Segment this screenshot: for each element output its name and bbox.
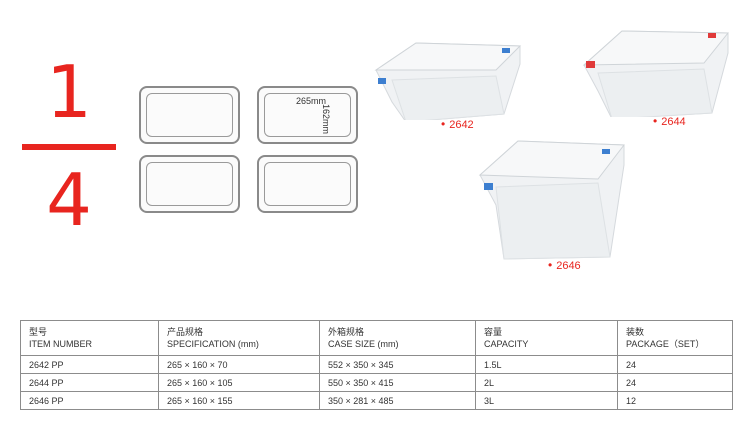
product-image-2642	[374, 42, 522, 120]
product-code-2646: •2646	[548, 258, 581, 272]
pan-outline-top-right	[257, 86, 358, 144]
cell-item-number: 2646 PP	[20, 391, 159, 410]
width-dimension-label: 265mm	[296, 96, 327, 106]
table-row: 2646 PP 265 × 160 × 155 350 × 281 × 485 …	[20, 391, 733, 410]
product-code-2644: •2644	[653, 114, 686, 128]
fraction-denominator: 4	[46, 158, 92, 242]
cell-case-size: 350 × 281 × 485	[319, 391, 476, 410]
pan-outline-bottom-right	[257, 155, 358, 213]
product-code-text: 2644	[661, 116, 686, 128]
cell-package: 12	[617, 391, 733, 410]
cell-item-number: 2642 PP	[20, 355, 159, 374]
product-code-text: 2646	[556, 260, 581, 272]
pan-outline-bottom-left	[139, 155, 240, 213]
tab-marker-2644	[586, 61, 595, 68]
fraction-one-quarter: 1 4	[14, 52, 124, 242]
product-code-2642: •2642	[441, 117, 474, 131]
product-image-2644	[582, 30, 730, 117]
tab-marker-2646	[484, 183, 493, 190]
cell-specification: 265 × 160 × 155	[158, 391, 320, 410]
table-row: 2642 PP 265 × 160 × 70 552 × 350 × 345 1…	[20, 355, 733, 374]
cell-item-number: 2644 PP	[20, 373, 159, 392]
cell-specification: 265 × 160 × 105	[158, 373, 320, 392]
cell-specification: 265 × 160 × 70	[158, 355, 320, 374]
fraction-numerator: 1	[46, 50, 92, 134]
height-dimension-label: 162mm	[321, 104, 331, 135]
cell-package: 24	[617, 373, 733, 392]
cell-case-size: 550 × 350 × 415	[319, 373, 476, 392]
tab-marker-2642	[378, 78, 386, 84]
product-code-text: 2642	[449, 119, 474, 131]
product-image-2646	[478, 140, 625, 260]
cell-package: 24	[617, 355, 733, 374]
cell-capacity: 2L	[475, 373, 618, 392]
table-row: 2644 PP 265 × 160 × 105 550 × 350 × 415 …	[20, 373, 733, 392]
cell-capacity: 3L	[475, 391, 618, 410]
fraction-bar	[22, 144, 116, 150]
cell-capacity: 1.5L	[475, 355, 618, 374]
pan-outline-top-left	[139, 86, 240, 144]
cell-case-size: 552 × 350 × 345	[319, 355, 476, 374]
